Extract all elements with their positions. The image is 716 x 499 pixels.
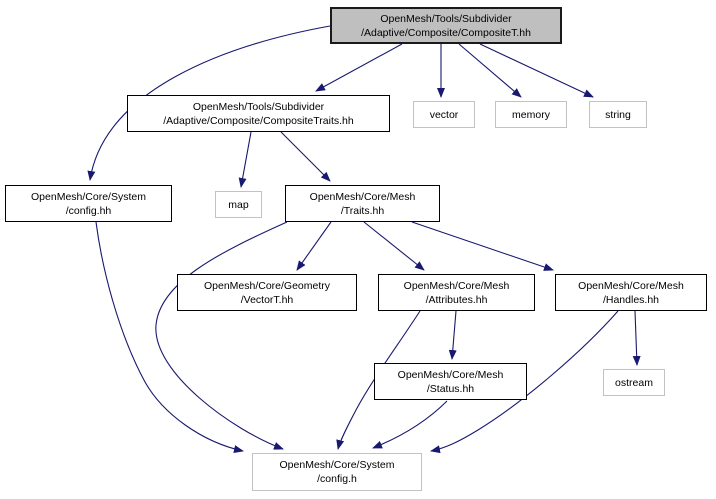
- edge-composite-traits-to-map: [238, 131, 252, 188]
- node-label-line: /Adaptive/Composite/CompositeT.hh: [361, 26, 531, 39]
- node-label-line: OpenMesh/Core/System: [31, 190, 146, 203]
- edge-handles-to-ostream: [632, 310, 641, 366]
- graph-node-memory[interactable]: memory: [495, 101, 567, 128]
- node-label-line: /Traits.hh: [340, 204, 385, 217]
- node-label-line: OpenMesh/Core/Mesh: [309, 190, 416, 203]
- graph-node-vector[interactable]: vector: [413, 101, 475, 128]
- node-label-line: /Attributes.hh: [425, 293, 488, 306]
- node-label-line: ostream: [615, 376, 653, 389]
- graph-node-attributes[interactable]: OpenMesh/Core/Mesh/Attributes.hh: [378, 274, 535, 311]
- node-label-line: /Handles.hh: [602, 293, 660, 306]
- graph-node-vector-t[interactable]: OpenMesh/Core/Geometry/VectorT.hh: [177, 274, 357, 311]
- edge-composite-t-to-config-hh: [87, 25, 331, 181]
- edge-composite-t-to-memory: [458, 43, 522, 98]
- graph-node-config-h[interactable]: OpenMesh/Core/System/config.h: [252, 453, 422, 491]
- edge-composite-t-to-string: [479, 43, 594, 98]
- graph-node-composite-traits[interactable]: OpenMesh/Tools/Subdivider/Adaptive/Compo…: [127, 95, 390, 132]
- graph-node-string[interactable]: string: [589, 101, 647, 128]
- node-label-line: /Adaptive/Composite/CompositeTraits.hh: [163, 114, 354, 127]
- node-label-line: OpenMesh/Tools/Subdivider: [192, 100, 325, 113]
- graph-node-status[interactable]: OpenMesh/Core/Mesh/Status.hh: [374, 363, 527, 400]
- edge-traits-to-attributes: [363, 221, 425, 271]
- node-label-line: OpenMesh/Core/Mesh: [403, 279, 510, 292]
- edge-config-hh-to-config-h: [95, 221, 244, 453]
- node-label-line: OpenMesh/Tools/Subdivider: [380, 12, 512, 25]
- edge-handles-to-config-h: [430, 310, 619, 454]
- edge-attributes-to-status: [448, 310, 457, 360]
- edge-composite-t-to-composite-traits: [315, 43, 403, 92]
- node-label-line: map: [228, 198, 249, 211]
- edge-traits-to-config-h: [155, 221, 288, 450]
- node-label-line: /Status.hh: [426, 382, 475, 395]
- edge-traits-to-handles: [411, 221, 554, 271]
- node-label-line: string: [605, 108, 631, 121]
- graph-node-map[interactable]: map: [215, 191, 262, 218]
- graph-node-traits[interactable]: OpenMesh/Core/Mesh/Traits.hh: [285, 185, 440, 222]
- node-label-line: OpenMesh/Core/System: [279, 459, 395, 471]
- node-label-line: OpenMesh/Core/Geometry: [203, 279, 331, 292]
- graph-node-ostream[interactable]: ostream: [603, 369, 665, 396]
- node-label-line: /VectorT.hh: [240, 293, 294, 306]
- node-label-line: OpenMesh/Core/Mesh: [397, 368, 504, 381]
- edge-composite-traits-to-traits: [280, 131, 331, 182]
- node-label-line: /config.hh: [65, 204, 112, 217]
- edge-attributes-to-config-h: [336, 310, 421, 450]
- node-label-line: /config.h: [317, 473, 357, 485]
- graph-node-composite-t[interactable]: OpenMesh/Tools/Subdivider/Adaptive/Compo…: [330, 7, 562, 44]
- graph-node-handles[interactable]: OpenMesh/Core/Mesh/Handles.hh: [555, 274, 707, 311]
- node-label-line: OpenMesh/Core/Mesh: [578, 279, 684, 292]
- node-label-line: vector: [429, 108, 459, 121]
- graph-node-config-hh[interactable]: OpenMesh/Core/System/config.hh: [5, 185, 172, 222]
- edge-traits-to-vector-t: [296, 221, 332, 271]
- node-label-line: memory: [512, 108, 550, 121]
- edge-status-to-config-h: [372, 400, 448, 449]
